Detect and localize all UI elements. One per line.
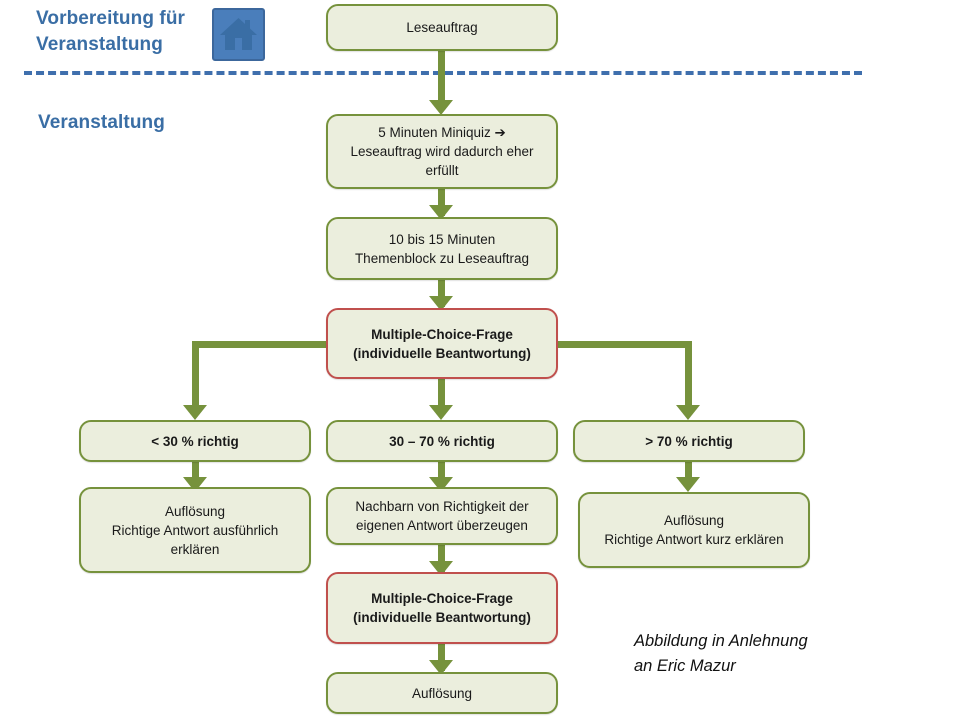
node-mc-question-2[interactable]: Multiple-Choice-Frage (individuelle Bean… xyxy=(326,572,558,644)
node-themenblock[interactable]: 10 bis 15 Minuten Themenblock zu Leseauf… xyxy=(326,217,558,280)
connector-themenblock-mc1 xyxy=(438,279,445,307)
node-themenblock-label: 10 bis 15 Minuten Themenblock zu Leseauf… xyxy=(354,231,530,266)
node-final[interactable]: Auflösung xyxy=(326,672,558,714)
node-branch-high[interactable]: > 70 % richtig xyxy=(573,420,805,462)
node-miniquiz[interactable]: 5 Minuten Miniquiz ➔ Leseauftrag wird da… xyxy=(326,114,558,189)
node-result-mid[interactable]: Nachbarn von Richtigkeit der eigenen Ant… xyxy=(326,487,558,545)
node-mc-question-1-label: Multiple-Choice-Frage (individuelle Bean… xyxy=(353,326,531,361)
node-mc-question-2-label: Multiple-Choice-Frage (individuelle Bean… xyxy=(353,591,531,625)
arrowhead-branch-high xyxy=(676,405,700,420)
arrowhead-mc1 xyxy=(429,296,453,311)
connector-mc1-center xyxy=(438,378,445,413)
arrowhead-themenblock xyxy=(429,205,453,220)
house-icon xyxy=(212,8,265,61)
arrowhead-branch-mid xyxy=(429,405,453,420)
node-leseauftrag-label: Leseauftrag xyxy=(406,20,478,35)
connector-mc1-right-vertical xyxy=(685,341,692,413)
connector-resultmid-mc2 xyxy=(438,544,445,572)
node-mc-question-1[interactable]: Multiple-Choice-Frage (individuelle Bean… xyxy=(326,308,558,379)
connector-mc2-final xyxy=(438,643,445,671)
section-title-preparation: Vorbereitung für Veranstaltung xyxy=(36,8,186,55)
node-miniquiz-label: 5 Minuten Miniquiz ➔ Leseauftrag wird da… xyxy=(350,125,534,178)
connector-low-result xyxy=(192,461,199,487)
connector-miniquiz-themenblock xyxy=(438,188,445,216)
arrowhead-miniquiz xyxy=(429,100,453,115)
node-result-low[interactable]: Auflösung Richtige Antwort ausführlich e… xyxy=(79,487,311,573)
node-result-high[interactable]: Auflösung Richtige Antwort kurz erklären xyxy=(578,492,810,568)
connector-mc1-right-horizontal xyxy=(546,341,692,348)
node-branch-low-label: < 30 % richtig xyxy=(151,433,239,449)
arrowhead-result-high xyxy=(676,477,700,492)
connector-mc1-left-vertical xyxy=(192,341,199,413)
arrowhead-branch-low xyxy=(183,405,207,420)
node-result-low-label: Auflösung Richtige Antwort ausführlich e… xyxy=(111,503,279,557)
node-result-mid-label: Nachbarn von Richtigkeit der eigenen Ant… xyxy=(355,499,529,533)
connector-mc1-left-horizontal xyxy=(192,341,334,348)
node-result-high-label: Auflösung Richtige Antwort kurz erklären xyxy=(604,513,784,547)
connector-high-result xyxy=(685,461,692,487)
node-final-label: Auflösung xyxy=(411,685,473,701)
node-branch-low[interactable]: < 30 % richtig xyxy=(79,420,311,462)
node-branch-mid[interactable]: 30 – 70 % richtig xyxy=(326,420,558,462)
source-caption: Abbildung in Anlehnung an Eric Mazur xyxy=(634,632,808,675)
node-branch-mid-label: 30 – 70 % richtig xyxy=(389,433,495,449)
section-title-event: Veranstaltung xyxy=(38,112,165,133)
connector-leseauftrag-miniquiz xyxy=(438,50,445,105)
node-leseauftrag[interactable]: Leseauftrag xyxy=(326,4,558,51)
arrowhead-final xyxy=(429,660,453,675)
node-branch-high-label: > 70 % richtig xyxy=(645,433,733,449)
connector-mid-result xyxy=(438,461,445,487)
